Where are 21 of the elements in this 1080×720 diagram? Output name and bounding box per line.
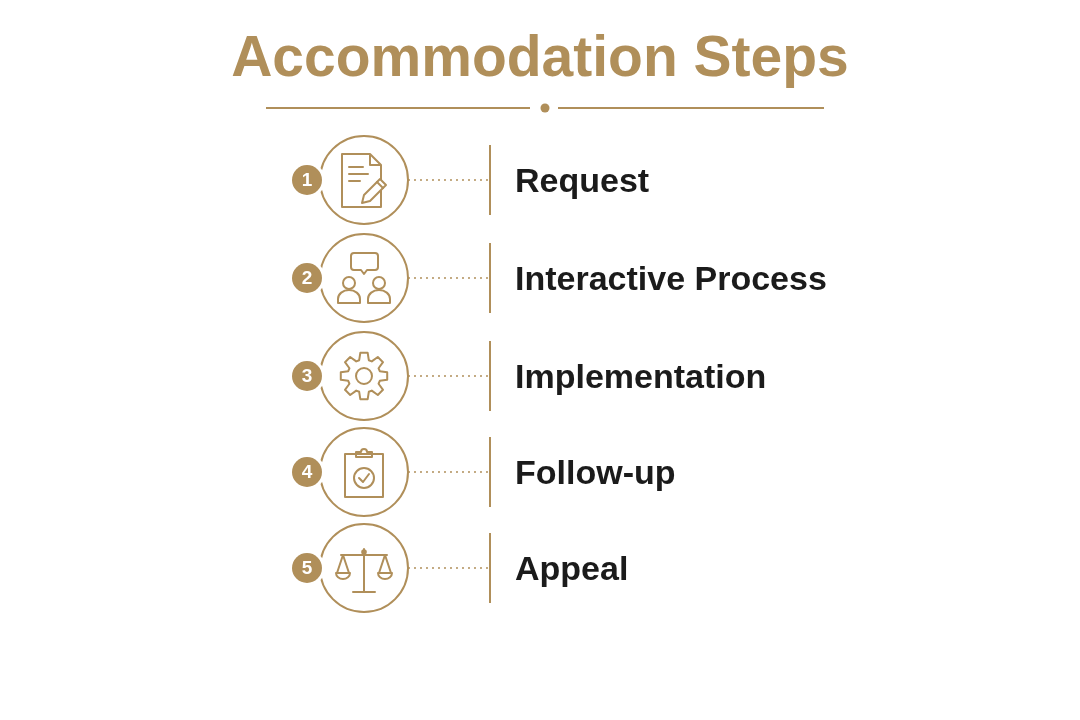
step-number: 4: [292, 457, 322, 487]
step-title: Implementation: [489, 341, 767, 411]
dotted-connector: [408, 471, 490, 473]
icon-ring: [319, 523, 409, 613]
icon-ring: [319, 427, 409, 517]
step-number: 2: [292, 263, 322, 293]
dotted-connector: [408, 277, 490, 279]
step-title: Appeal: [489, 533, 629, 603]
dotted-connector: [408, 179, 490, 181]
step-number: 3: [292, 361, 322, 391]
step-title: Request: [489, 145, 650, 215]
icon-ring: [319, 233, 409, 323]
dotted-connector: [408, 567, 490, 569]
step-number: 1: [292, 165, 322, 195]
icon-ring: [319, 331, 409, 421]
icon-ring: [319, 135, 409, 225]
step-title: Follow-up: [489, 437, 676, 507]
step-title: Interactive Process: [489, 243, 827, 313]
title: Accommodation Steps: [231, 24, 849, 88]
dotted-connector: [408, 375, 490, 377]
step-number: 5: [292, 553, 322, 583]
